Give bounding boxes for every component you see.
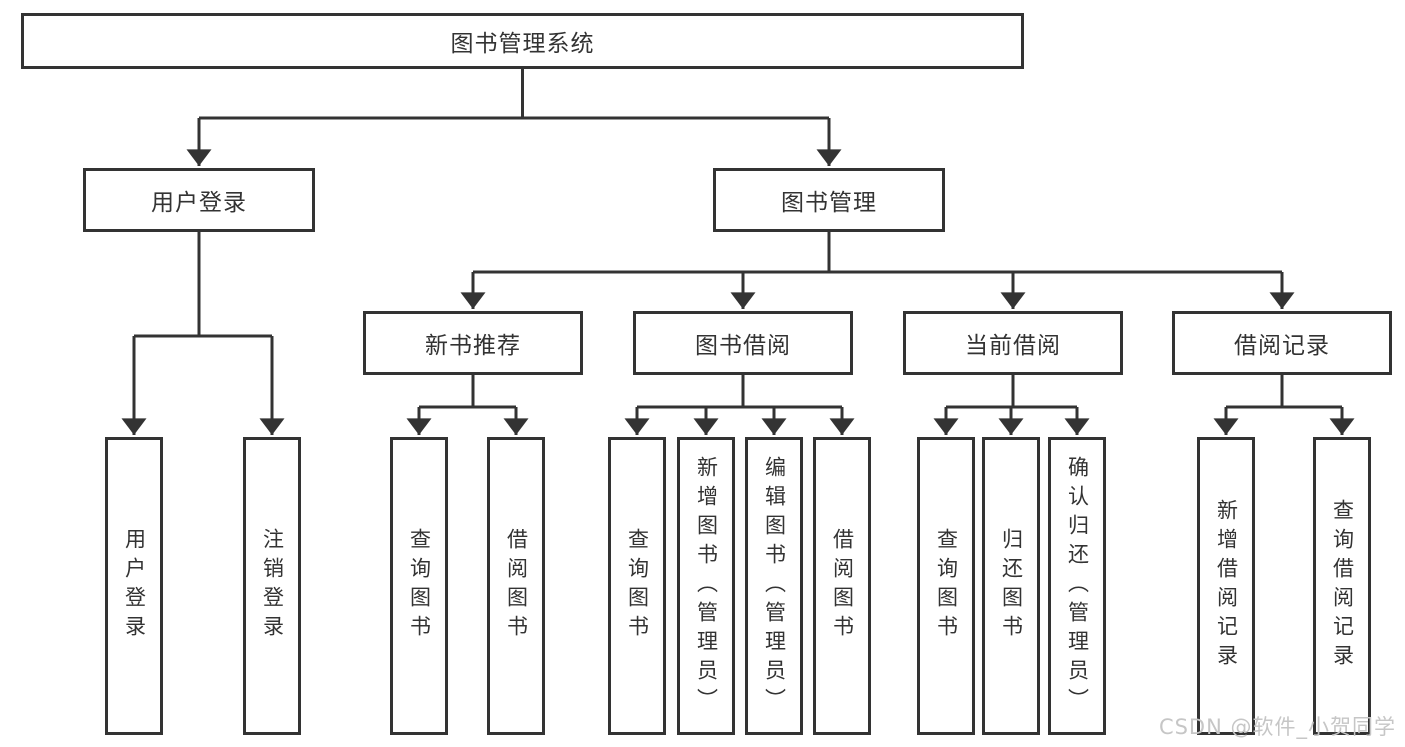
node-book-management-label: 图书管理: [781, 190, 877, 216]
node-user-login-label: 用户登录: [151, 190, 247, 216]
node-login: 用户登录: [105, 437, 163, 735]
connector-root-l2: [199, 68, 829, 120]
node-current-borrow-label: 当前借阅: [965, 333, 1061, 359]
node-br-query-record: 查询借阅记录: [1313, 437, 1371, 735]
node-root: 图书管理系统: [21, 13, 1024, 69]
node-book-borrow-label: 图书借阅: [695, 333, 791, 359]
watermark: CSDN @软件_小贺同学: [1158, 715, 1396, 739]
connector-cb-children: [946, 375, 1077, 409]
node-book-management: 图书管理: [713, 168, 945, 232]
node-borrow-records-label: 借阅记录: [1234, 333, 1330, 359]
node-bb-query-books: 查询图书: [608, 437, 666, 735]
node-cb-return-books-label: 归还图书: [999, 528, 1024, 644]
node-cb-query-books: 查询图书: [917, 437, 975, 735]
node-user-login: 用户登录: [83, 168, 315, 232]
node-nbr-query-books-label: 查询图书: [407, 528, 432, 644]
node-nbr-query-books: 查询图书: [390, 437, 448, 735]
node-book-borrow: 图书借阅: [633, 311, 853, 375]
node-root-label: 图书管理系统: [450, 31, 595, 57]
node-new-book-recommend-label: 新书推荐: [425, 333, 521, 359]
connector-nbr-children: [419, 375, 516, 409]
node-bb-borrow-books-label: 借阅图书: [830, 528, 855, 644]
node-bb-edit-books: 编辑图书（管理员）: [745, 437, 803, 735]
node-bb-borrow-books: 借阅图书: [813, 437, 871, 735]
connector-user-login-children: [134, 232, 272, 338]
connector-book-management-l3: [473, 232, 1282, 274]
node-bb-query-books-label: 查询图书: [625, 528, 650, 644]
node-logout-label: 注销登录: [260, 528, 285, 644]
node-br-add-record-label: 新增借阅记录: [1214, 499, 1239, 673]
node-br-query-record-label: 查询借阅记录: [1330, 499, 1355, 673]
node-bb-edit-books-label: 编辑图书（管理员）: [762, 455, 787, 717]
node-cb-confirm-return: 确认归还（管理员）: [1048, 437, 1106, 735]
node-br-add-record: 新增借阅记录: [1197, 437, 1255, 735]
node-nbr-borrow-books-label: 借阅图书: [504, 528, 529, 644]
node-current-borrow: 当前借阅: [903, 311, 1123, 375]
node-bb-add-books: 新增图书（管理员）: [677, 437, 735, 735]
node-cb-confirm-return-label: 确认归还（管理员）: [1065, 455, 1090, 717]
node-cb-query-books-label: 查询图书: [934, 528, 959, 644]
node-logout: 注销登录: [243, 437, 301, 735]
connector-bb-children: [637, 375, 842, 409]
node-cb-return-books: 归还图书: [982, 437, 1040, 735]
node-new-book-recommend: 新书推荐: [363, 311, 583, 375]
node-bb-add-books-label: 新增图书（管理员）: [694, 455, 719, 717]
node-login-label: 用户登录: [122, 528, 147, 644]
node-nbr-borrow-books: 借阅图书: [487, 437, 545, 735]
connector-br-children: [1226, 375, 1342, 409]
node-borrow-records: 借阅记录: [1172, 311, 1392, 375]
